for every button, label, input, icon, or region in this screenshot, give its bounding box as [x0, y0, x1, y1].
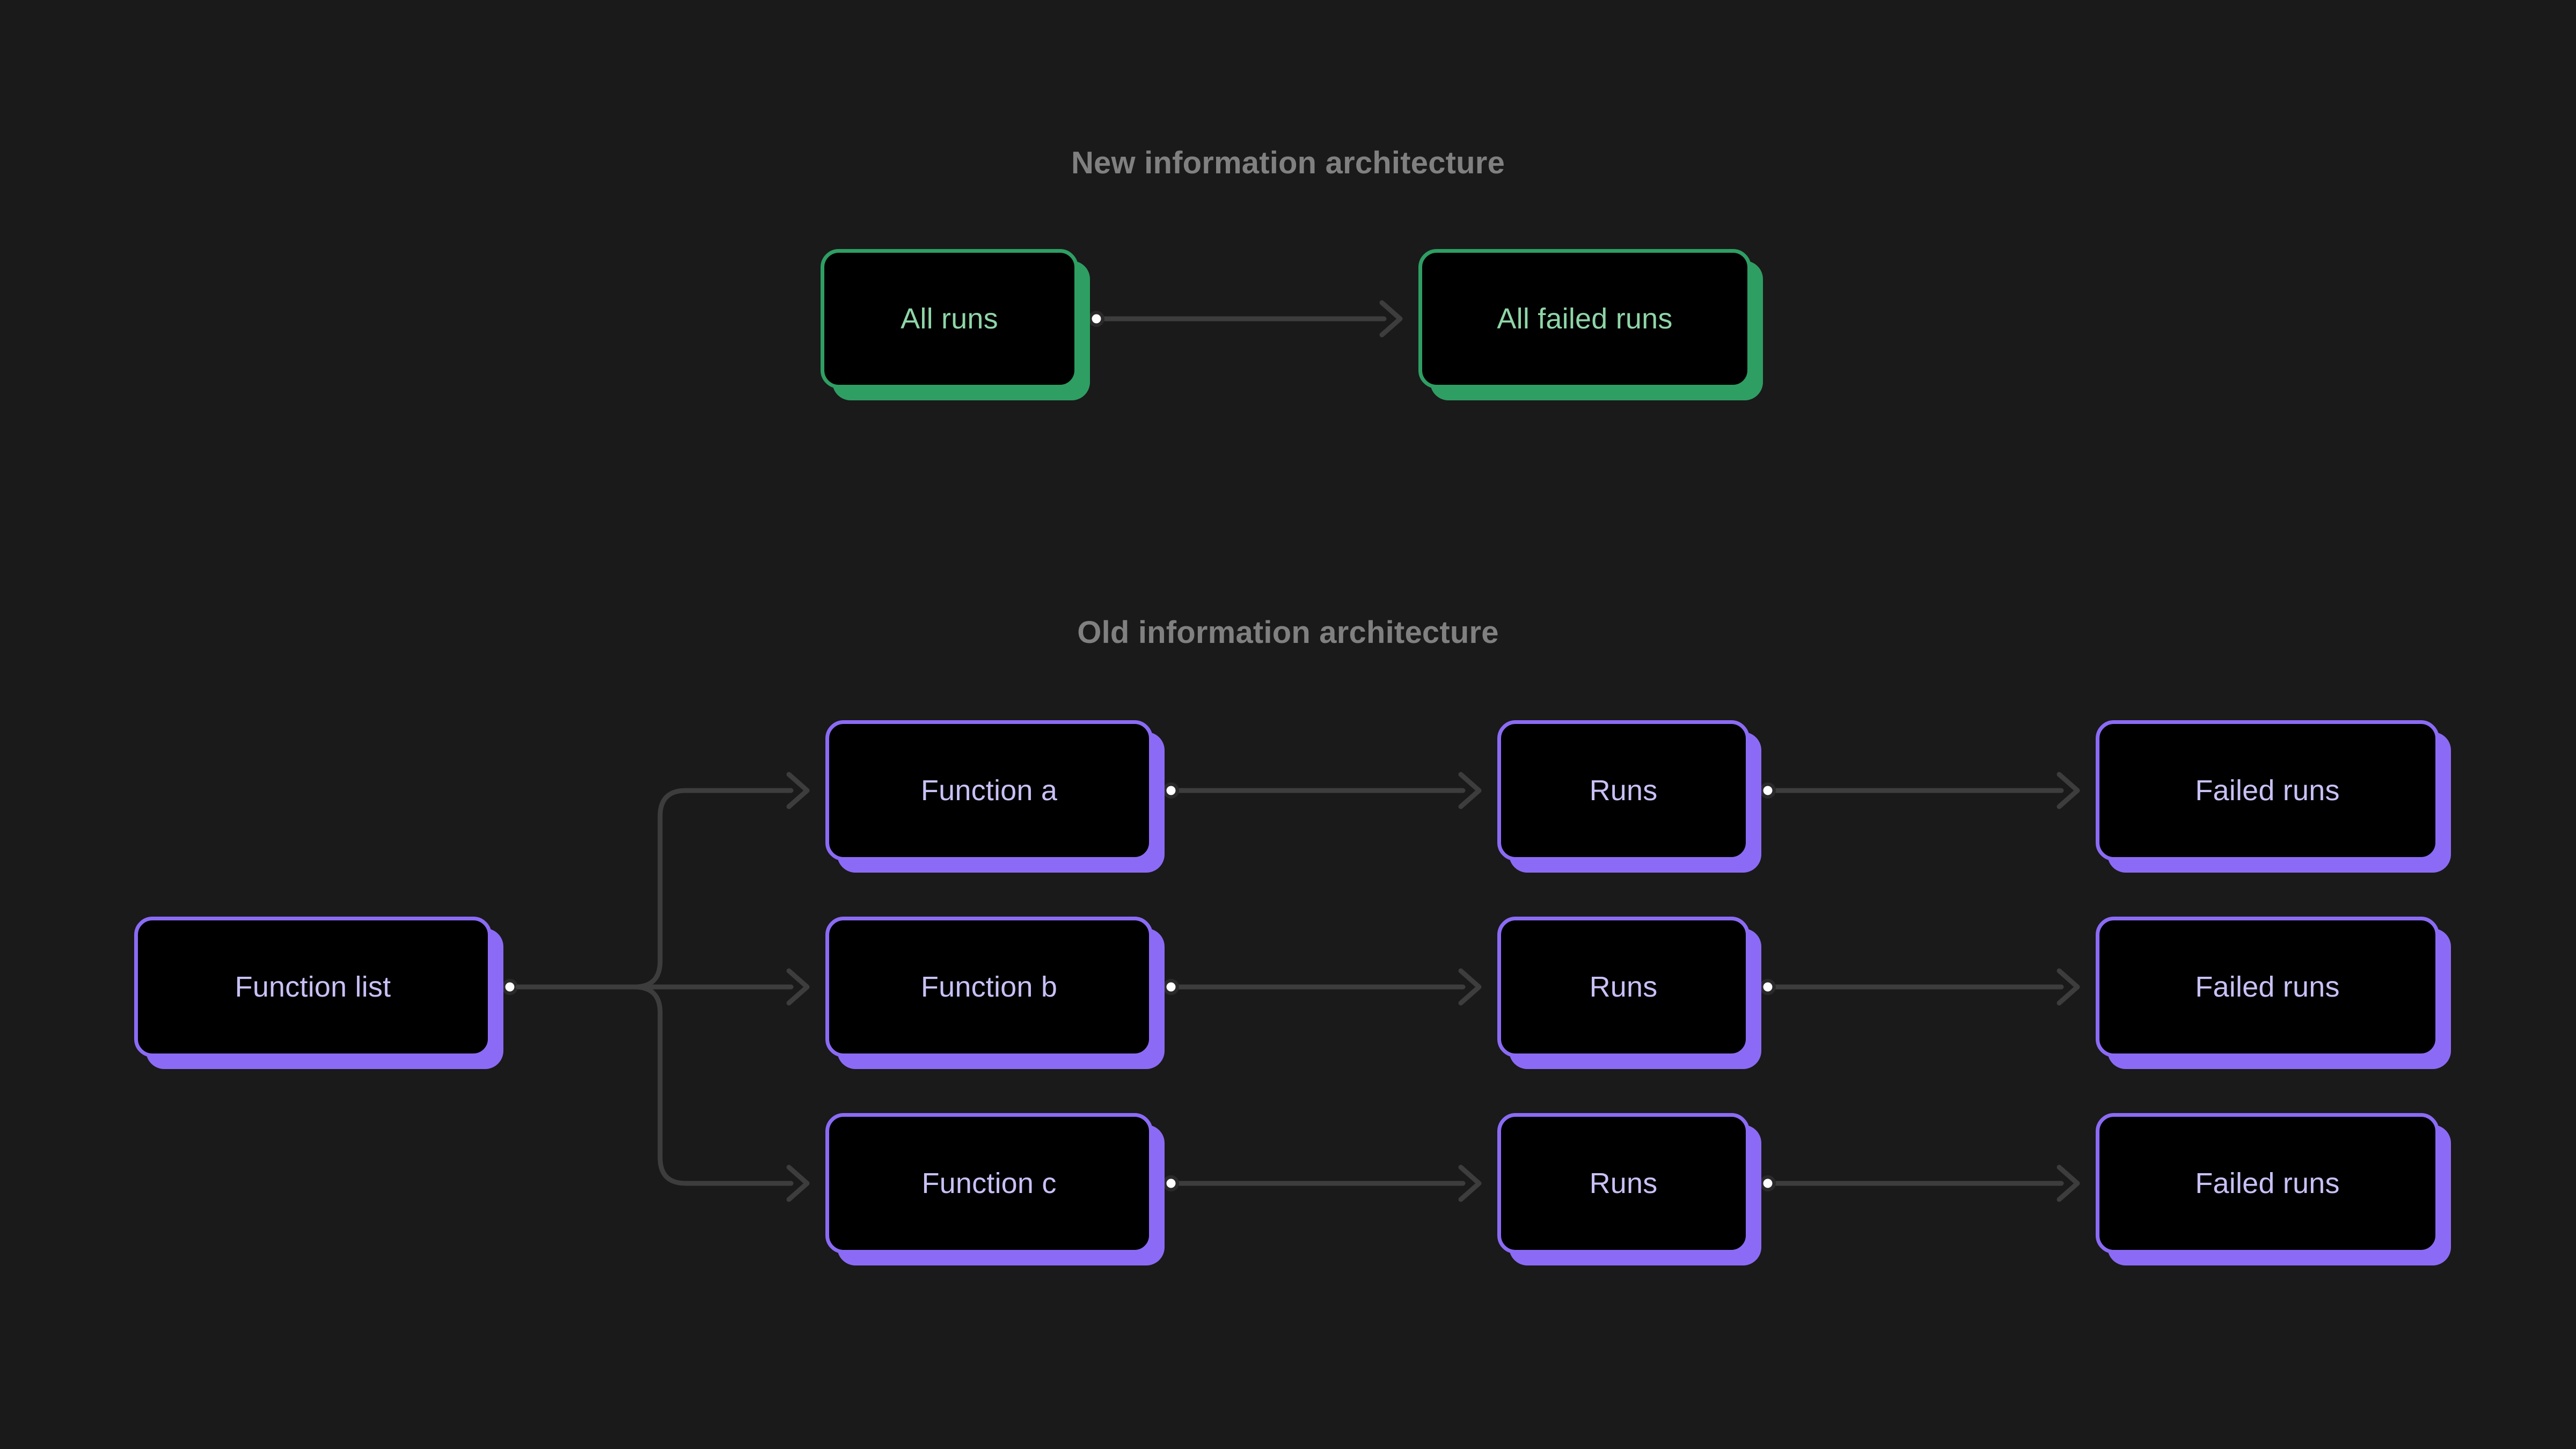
node-card: Failed runs — [2096, 720, 2439, 861]
edge-source-ring-e-allruns-allfailed — [1088, 311, 1104, 327]
edge-arrowhead-e-runsb-frb — [2057, 968, 2080, 1006]
edge-source-dot-e-runsb-frb — [1763, 982, 1773, 992]
edge-source-ring-e-fa-runsa — [1163, 782, 1179, 799]
node-card: Function list — [134, 917, 492, 1057]
edge-source-dot-e-fc-runsc — [1166, 1179, 1176, 1188]
edge-source-ring-e-fb-runsb — [1163, 979, 1179, 995]
edge-source-ring-e-runsc-frc — [1760, 1175, 1776, 1191]
node-label: Function list — [235, 971, 391, 1003]
node-card: Function a — [825, 720, 1153, 861]
edge-source-ring-e-list-fb — [502, 979, 518, 995]
edge-arrowhead-e-list-fa — [786, 772, 810, 809]
edge-arrowhead-e-fc-runsc — [1458, 1165, 1482, 1202]
node-function-a[interactable]: Function a — [825, 720, 1165, 873]
edge-source-dot-e-list-fb — [505, 982, 515, 992]
edge-arrowhead-e-allruns-allfailed — [1379, 300, 1403, 338]
edge-source-ring-e-runsa-fra — [1760, 782, 1776, 799]
node-all-runs[interactable]: All runs — [821, 249, 1090, 400]
node-failed-runs-b[interactable]: Failed runs — [2096, 917, 2451, 1069]
edge-arrowhead-e-fb-runsb — [1458, 968, 1482, 1006]
section-title-old: Old information architecture — [1077, 615, 1499, 650]
edge-line-e-list-fa — [515, 788, 794, 990]
node-card: Function b — [825, 917, 1153, 1057]
edge-source-dot-e-runsa-fra — [1763, 786, 1773, 795]
edge-arrowhead-e-runsa-fra — [2057, 772, 2080, 809]
node-failed-runs-c[interactable]: Failed runs — [2096, 1113, 2451, 1265]
node-label: Runs — [1589, 774, 1658, 807]
node-label: Failed runs — [2195, 1167, 2340, 1199]
edge-line-e-list-fc — [515, 984, 794, 1186]
edge-source-ring-e-fc-runsc — [1163, 1175, 1179, 1191]
edge-source-dot-e-fa-runsa — [1166, 786, 1176, 795]
edge-source-ring-e-runsb-frb — [1760, 979, 1776, 995]
node-card: Runs — [1497, 1113, 1750, 1254]
node-label: Failed runs — [2195, 971, 2340, 1003]
node-function-c[interactable]: Function c — [825, 1113, 1165, 1265]
node-label: Function c — [921, 1167, 1057, 1199]
node-label: All runs — [901, 303, 998, 335]
node-function-list[interactable]: Function list — [134, 917, 503, 1069]
edge-arrowhead-e-list-fb — [786, 968, 810, 1006]
node-card: Runs — [1497, 720, 1750, 861]
node-failed-runs-a[interactable]: Failed runs — [2096, 720, 2451, 873]
node-runs-b[interactable]: Runs — [1497, 917, 1761, 1069]
node-card: All runs — [821, 249, 1078, 389]
edge-arrowhead-e-fa-runsa — [1458, 772, 1482, 809]
node-label: All failed runs — [1497, 303, 1673, 335]
edge-arrowhead-e-runsc-frc — [2057, 1165, 2080, 1202]
edge-source-dot-e-runsc-frc — [1763, 1179, 1773, 1188]
node-card: Function c — [825, 1113, 1153, 1254]
node-runs-c[interactable]: Runs — [1497, 1113, 1761, 1265]
section-title-new: New information architecture — [1071, 145, 1505, 180]
node-label: Runs — [1589, 1167, 1658, 1199]
edge-source-dot-e-fb-runsb — [1166, 982, 1176, 992]
edge-arrowhead-e-list-fc — [786, 1165, 810, 1202]
node-all-failed-runs[interactable]: All failed runs — [1418, 249, 1763, 400]
node-card: Runs — [1497, 917, 1750, 1057]
node-card: All failed runs — [1418, 249, 1751, 389]
node-label: Function a — [920, 774, 1058, 807]
node-label: Failed runs — [2195, 774, 2340, 807]
node-runs-a[interactable]: Runs — [1497, 720, 1761, 873]
node-card: Failed runs — [2096, 917, 2439, 1057]
edge-source-dot-e-allruns-allfailed — [1092, 314, 1101, 324]
node-label: Runs — [1589, 971, 1658, 1003]
node-card: Failed runs — [2096, 1113, 2439, 1254]
node-label: Function b — [920, 971, 1058, 1003]
node-function-b[interactable]: Function b — [825, 917, 1165, 1069]
